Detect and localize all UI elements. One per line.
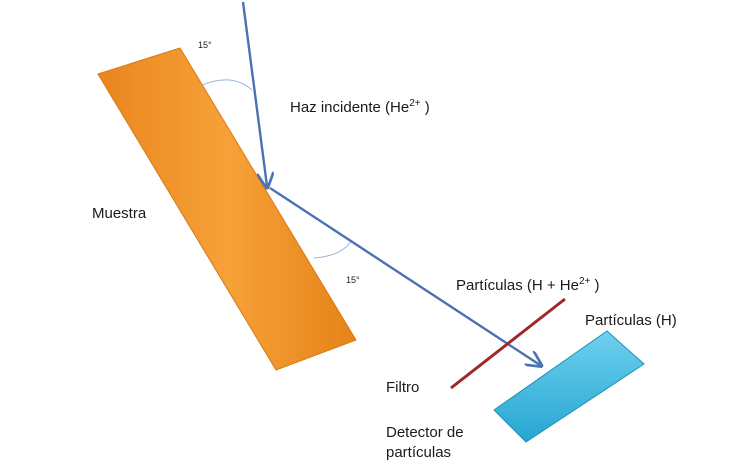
detector-label-line1: Detector de <box>386 424 464 441</box>
detector-block <box>493 330 645 443</box>
angle-label-top: 15° <box>198 40 212 50</box>
angle-label-bottom: 15° <box>346 275 360 285</box>
filter-label: Filtro <box>386 379 419 396</box>
incident-beam-label: Haz incidente (He2+ ) <box>290 98 430 116</box>
detector-label-line2: partículas <box>386 444 451 461</box>
scattered-beam-arrow <box>269 186 540 365</box>
sample-slab <box>97 47 357 371</box>
incident-beam-arrow <box>241 1 267 186</box>
angle-arc-bottom <box>313 239 353 259</box>
sample-label: Muestra <box>92 205 147 222</box>
angle-arc-top <box>199 79 253 91</box>
particles-h-label: Partículas (H) <box>585 312 677 329</box>
filter-line <box>450 297 566 390</box>
particles-mixed-label: Partículas (H + He2+ ) <box>456 276 600 294</box>
